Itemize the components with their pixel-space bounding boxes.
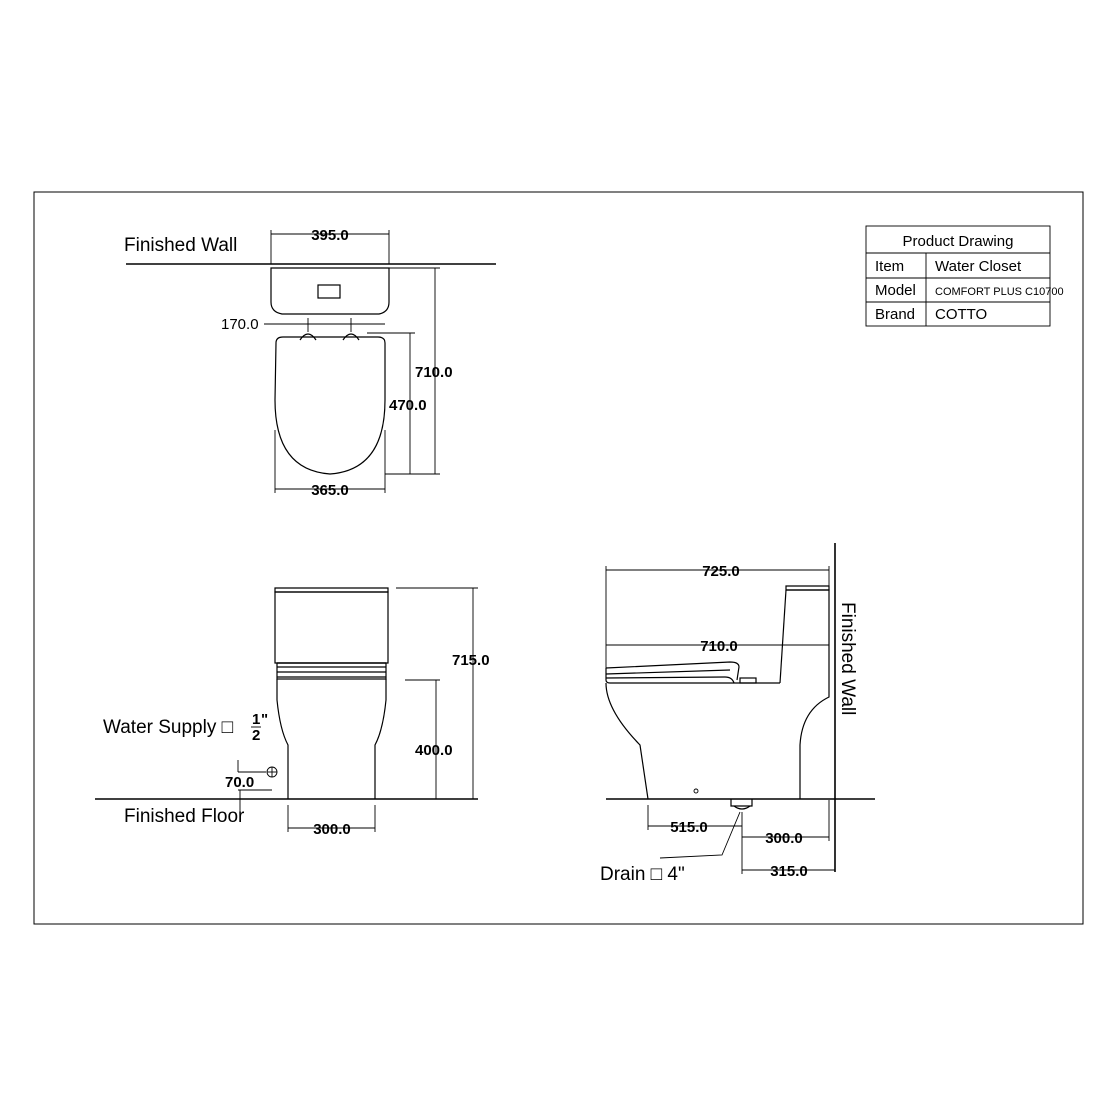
dim-seat-height: 400.0 (415, 742, 453, 759)
water-supply-inlet-icon (266, 766, 278, 778)
finished-wall-label-side: Finished Wall (837, 602, 858, 715)
flush-button (317, 284, 341, 299)
dim-base-to-wall: 315.0 (770, 863, 808, 880)
water-supply-fraction-num: 1 (252, 711, 260, 728)
title-block-brand-label: Brand (875, 306, 915, 323)
title-block-model-label: Model (875, 282, 916, 299)
drain-label: Drain □ 4" (600, 864, 685, 885)
title-block: Product Drawing Item Water Closet Model … (865, 225, 1064, 327)
dim-supply-height: 70.0 (225, 774, 254, 791)
drawing-frame (33, 191, 1084, 925)
water-supply-fraction-den: 2 (252, 727, 260, 744)
water-supply-unit: " (261, 711, 268, 728)
dim-drain-to-front: 515.0 (670, 819, 708, 836)
drain-marker (693, 788, 699, 794)
title-block-brand-value: COTTO (935, 306, 987, 323)
finished-wall-label-top: Finished Wall (124, 235, 237, 256)
dim-drain-to-wall: 300.0 (765, 830, 803, 847)
water-supply-label: Water Supply □ (103, 717, 234, 738)
front-view: Finished Floor 715.0 400.0 Water Supply … (95, 587, 490, 838)
side-view: Finished Wall 725.0 710.0 515.0 (600, 543, 875, 885)
dim-seat-width: 365.0 (311, 482, 349, 499)
finished-floor-label: Finished Floor (124, 806, 245, 827)
dim-front-height: 715.0 (452, 652, 490, 669)
title-block-item-label: Item (875, 258, 904, 275)
dim-side-length: 725.0 (702, 563, 740, 580)
top-view: Finished Wall 395.0 170.0 710.0 470.0 (124, 227, 496, 499)
title-block-header: Product Drawing (903, 233, 1014, 250)
dim-seat-side-length: 710.0 (700, 638, 738, 655)
dim-top-width: 395.0 (311, 227, 349, 244)
title-block-model-value: COMFORT PLUS C10700 (935, 286, 1064, 298)
dim-seat-length: 470.0 (389, 397, 427, 414)
title-block-item-value: Water Closet (935, 258, 1022, 275)
dim-inlet-offset: 170.0 (221, 316, 259, 333)
dim-top-depth: 710.0 (415, 364, 453, 381)
dim-base-width: 300.0 (313, 821, 351, 838)
